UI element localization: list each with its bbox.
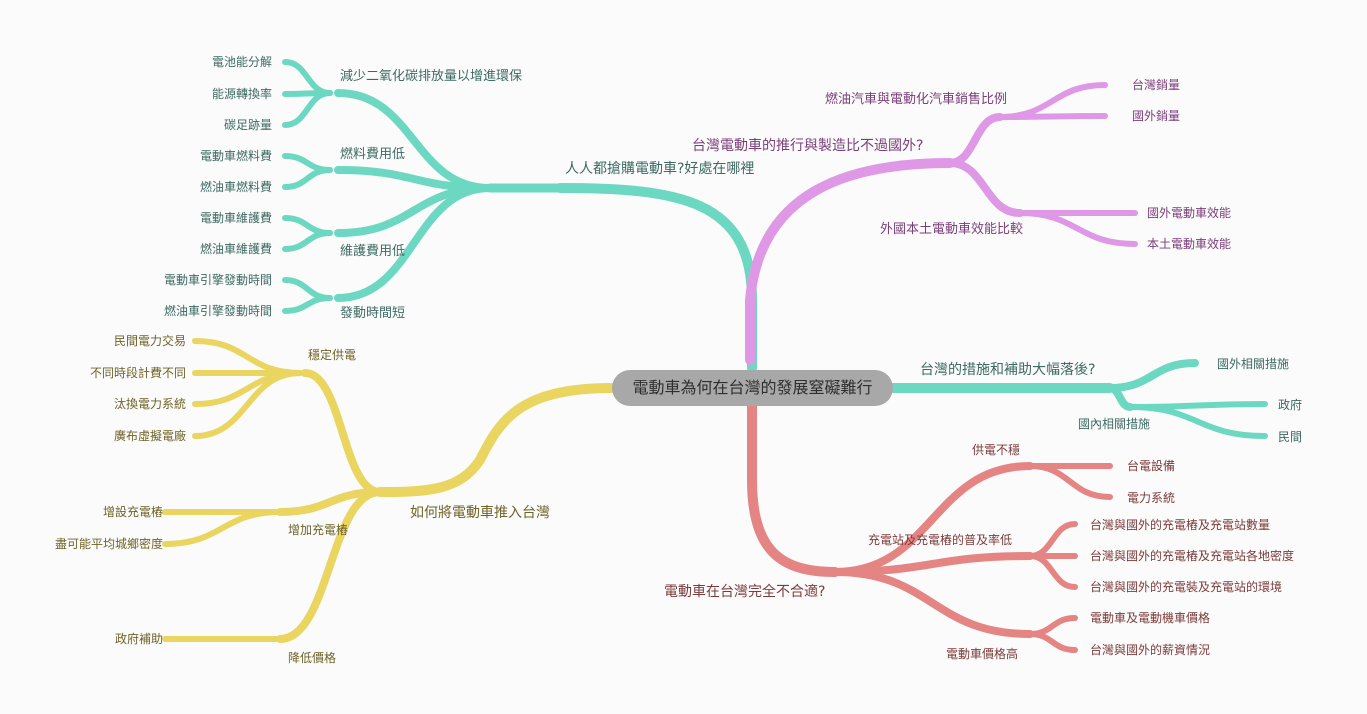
branch-leaf xyxy=(282,167,333,190)
subtopic[interactable]: 穩定供電 xyxy=(308,348,357,362)
branch-subtopic xyxy=(334,184,494,302)
leaf[interactable]: 民間 xyxy=(1278,430,1303,444)
branch-subtopic xyxy=(301,369,384,496)
branch-subtopic xyxy=(831,552,1034,576)
leaf[interactable]: 能源轉換率 xyxy=(211,87,272,101)
subtopic[interactable]: 減少二氧化碳排放量以增進環保 xyxy=(340,69,523,84)
branch-leaf xyxy=(282,230,333,252)
topic-subsidy[interactable]: 台灣的措施和補助大幅落後? xyxy=(920,362,1096,378)
branch-subtopic xyxy=(946,113,1004,167)
leaf[interactable]: 台灣與國外的充電裝及充電站的環境 xyxy=(1090,580,1283,594)
branch-subtopic xyxy=(831,568,1034,638)
leaf[interactable]: 電動車引擎發動時間 xyxy=(163,273,272,287)
leaf[interactable]: 本土電動車效能 xyxy=(1147,237,1232,251)
branch-subtopic xyxy=(1106,359,1199,392)
branch-promote xyxy=(375,383,617,497)
leaf[interactable]: 燃油車燃料費 xyxy=(199,180,272,194)
branch-leaf xyxy=(162,509,283,547)
branch-leaf xyxy=(1017,210,1138,247)
branch-leaf xyxy=(1027,463,1113,500)
subtopic[interactable]: 國內相關措施 xyxy=(1078,417,1151,431)
branch-subtopic xyxy=(276,488,384,643)
leaf[interactable]: 台電設備 xyxy=(1127,459,1176,473)
leaf[interactable]: 增設充電樁 xyxy=(102,505,163,519)
leaf[interactable]: 燃油車引擎發動時間 xyxy=(163,304,272,318)
leaf[interactable]: 政府 xyxy=(1278,398,1303,412)
leaf[interactable]: 民間電力交易 xyxy=(113,334,186,348)
branch-leaf xyxy=(1027,631,1078,653)
subtopic[interactable]: 國外相關措施 xyxy=(1217,357,1290,371)
branch-subtopic xyxy=(831,462,1034,576)
topic-benefits[interactable]: 人人都搶購電動車?好處在哪裡 xyxy=(565,161,755,177)
subtopic[interactable]: 供電不穩 xyxy=(972,443,1021,457)
branch-leaf xyxy=(282,59,333,96)
leaf[interactable]: 廣布虛擬電廠 xyxy=(113,429,186,443)
leaf[interactable]: 電動車燃料費 xyxy=(199,149,272,163)
branch-leaf xyxy=(997,82,1108,120)
leaf[interactable]: 燃油車維護費 xyxy=(199,242,272,256)
leaf[interactable]: 政府補助 xyxy=(114,632,163,646)
branch-leaf xyxy=(1027,553,1078,590)
branch-unsuitable xyxy=(747,401,840,577)
branch-benefits xyxy=(555,183,757,373)
leaf[interactable]: 電動車維護費 xyxy=(199,211,272,225)
topic-promote[interactable]: 如何將電動車推入台灣 xyxy=(410,505,550,521)
branch-leaf xyxy=(1027,521,1078,559)
leaf[interactable]: 不同時段計費不同 xyxy=(89,366,186,380)
branch-leaf xyxy=(282,277,333,301)
subtopic[interactable]: 電動車價格高 xyxy=(946,647,1019,661)
leaf[interactable]: 國外電動車效能 xyxy=(1147,206,1232,220)
subtopic[interactable]: 降低價格 xyxy=(288,651,337,665)
leaf[interactable]: 電力系統 xyxy=(1127,491,1176,505)
subtopic[interactable]: 增加充電樁 xyxy=(288,523,349,537)
branch-leaf xyxy=(1127,404,1268,439)
subtopic[interactable]: 燃料費用低 xyxy=(340,147,406,162)
topic-unsuitable[interactable]: 電動車在台灣完全不合適? xyxy=(664,584,826,600)
leaf[interactable]: 國外銷量 xyxy=(1132,109,1181,123)
leaf[interactable]: 台灣與國外的充電樁及充電站各地密度 xyxy=(1090,549,1295,563)
branch-leaf xyxy=(282,295,333,314)
leaf[interactable]: 碳足跡量 xyxy=(223,118,272,132)
topic-foreign[interactable]: 台灣電動車的推行與製造比不過國外? xyxy=(692,138,924,154)
subtopic[interactable]: 外國本土電動車效能比較 xyxy=(880,222,1024,237)
branch-leaf xyxy=(192,338,303,376)
branch-leaf xyxy=(997,113,1108,120)
branch-leaf xyxy=(192,370,303,439)
leaf[interactable]: 台灣與國外的薪資情況 xyxy=(1090,643,1211,657)
subtopic[interactable]: 充電站及充電樁的普及率低 xyxy=(868,533,1013,547)
leaf[interactable]: 電動車及電動機車價格 xyxy=(1090,611,1211,625)
branch-subtopic xyxy=(1106,384,1134,411)
branch-subtopic xyxy=(334,166,494,192)
subtopic[interactable]: 維護費用低 xyxy=(340,244,406,259)
leaf[interactable]: 台灣與國外的充電樁及充電站數量 xyxy=(1090,518,1271,532)
leaf[interactable]: 盡可能平均城鄉密度 xyxy=(54,537,163,551)
subtopic[interactable]: 發動時間短 xyxy=(340,306,406,321)
central-topic[interactable]: 電動車為何在台灣的發展窒礙難行 xyxy=(612,370,893,406)
branch-foreign xyxy=(745,158,955,365)
leaf[interactable]: 汰換電力系統 xyxy=(113,397,186,411)
branch-subtopic xyxy=(946,159,1024,217)
leaf[interactable]: 電池能分解 xyxy=(211,55,272,69)
branch-leaf xyxy=(282,90,333,128)
subtopic[interactable]: 燃油汽車與電動化汽車銷售比例 xyxy=(825,92,1008,107)
leaf[interactable]: 台灣銷量 xyxy=(1132,78,1181,92)
